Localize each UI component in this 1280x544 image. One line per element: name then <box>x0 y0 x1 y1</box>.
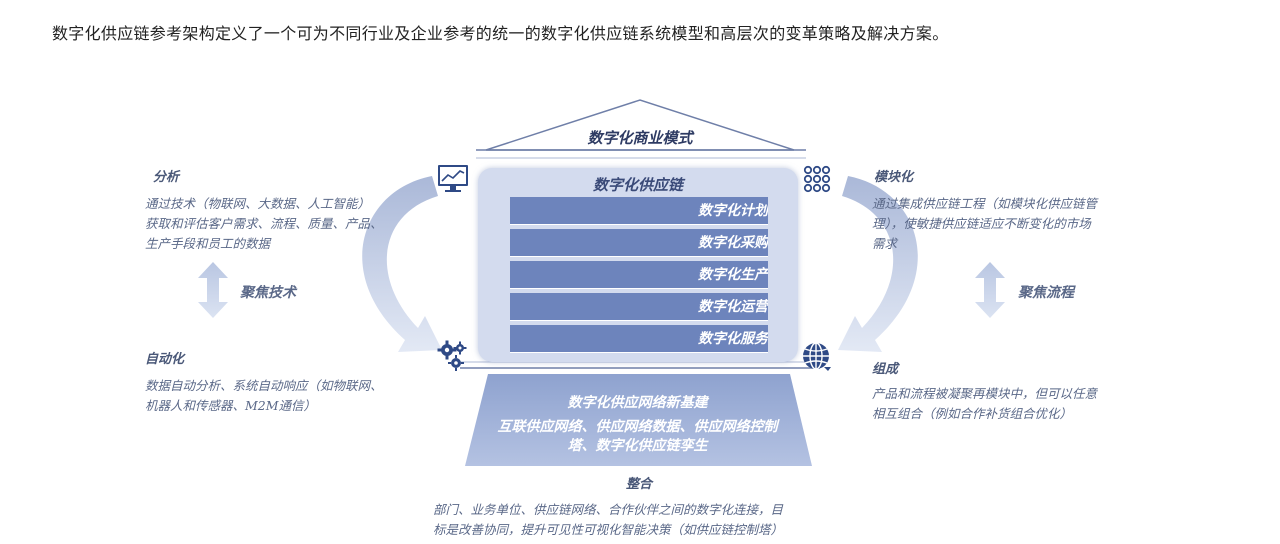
automation-title: 自动化 <box>145 352 185 367</box>
globe-icon <box>803 342 831 371</box>
integrate-line-1: 部门、业务单位、供应链网络、合作伙伴之间的数字化连接，目 <box>433 502 784 517</box>
module-line-3: 需求 <box>872 236 898 251</box>
left-double-arrow <box>198 262 228 318</box>
compose-text: 产品和流程被凝聚再模块中，但可以任意 相互组合（例如合作补货组合优化） <box>872 384 1097 424</box>
row-operations: 数字化运营 <box>510 293 768 321</box>
compose-line-1: 产品和流程被凝聚再模块中，但可以任意 <box>872 386 1098 401</box>
monitor-chart-icon <box>438 165 468 192</box>
analysis-title: 分析 <box>153 170 180 185</box>
grid-dots-icon <box>803 165 831 193</box>
module-line-2: 理），使敏捷供应链适应不断变化的市场 <box>872 216 1091 231</box>
analysis-text: 通过技术（物联网、大数据、人工智能） 获取和评估客户需求、流程、质量、产品、 生… <box>145 194 383 254</box>
module-text: 通过集成供应链工程（如模块化供应链管 理），使敏捷供应链适应不断变化的市场 需求 <box>872 194 1097 254</box>
focus-tech-label: 聚焦技术 <box>240 285 296 301</box>
row-procurement: 数字化采购 <box>510 229 768 257</box>
compose-title: 组成 <box>872 362 899 377</box>
gears-icon <box>437 340 467 371</box>
base-title: 数字化供应网络新基建 <box>567 395 708 411</box>
row-planning: 数字化计划 <box>510 197 768 225</box>
integrate-line-2: 标是改善协同，提升可见性可视化智能决策（如供应链控制塔） <box>433 522 784 537</box>
integrate-text: 部门、业务单位、供应链网络、合作伙伴之间的数字化连接，目 标是改善协同，提升可见… <box>433 500 783 540</box>
analysis-line-3: 生产手段和员工的数据 <box>145 236 271 251</box>
analysis-line-1: 通过技术（物联网、大数据、人工智能） <box>145 196 371 211</box>
right-double-arrow <box>975 262 1005 318</box>
automation-line-1: 数据自动分析、系统自动响应（如物联网、 <box>145 378 383 393</box>
intro-text: 数字化供应链参考架构定义了一个可为不同行业及企业参考的统一的数字化供应链系统模型… <box>52 24 949 43</box>
module-line-1: 通过集成供应链工程（如模块化供应链管 <box>872 196 1098 211</box>
focus-process-label: 聚焦流程 <box>1018 285 1074 301</box>
right-curved-arrow <box>838 176 918 352</box>
analysis-line-2: 获取和评估客户需求、流程、质量、产品、 <box>145 216 383 231</box>
integrate-title: 整合 <box>626 477 653 492</box>
automation-line-2: 机器人和传感器、M2M通信） <box>145 398 317 413</box>
module-title: 模块化 <box>874 170 914 185</box>
left-curved-arrow <box>362 176 442 352</box>
row-service: 数字化服务 <box>510 325 768 353</box>
compose-line-2: 相互组合（例如合作补货组合优化） <box>872 406 1073 421</box>
base-text: 互联供应网络、供应网络数据、供应网络控制塔、数字化供应链孪生 <box>497 419 778 454</box>
base-trapezoid <box>465 374 812 466</box>
roof-label: 数字化商业模式 <box>587 129 693 147</box>
panel-title: 数字化供应链 <box>592 176 683 194</box>
automation-text: 数据自动分析、系统自动响应（如物联网、 机器人和传感器、M2M通信） <box>145 376 383 416</box>
row-production: 数字化生产 <box>510 261 768 289</box>
